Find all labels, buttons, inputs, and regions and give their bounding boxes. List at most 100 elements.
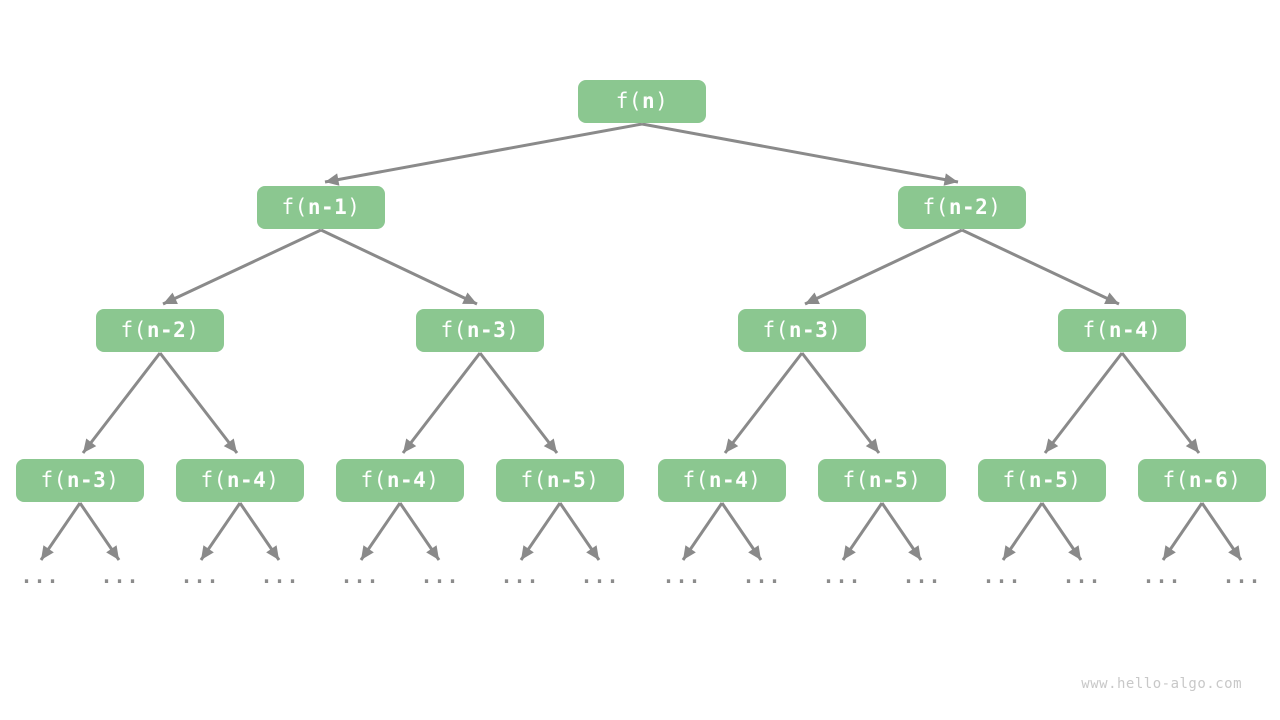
tree-node-l3-7: f(n-6) (1138, 459, 1266, 502)
edge-arrow (1043, 352, 1124, 454)
node-label-pre: f( (762, 318, 789, 342)
node-label-pre: f( (1002, 468, 1029, 492)
ellipsis-label: ... (982, 564, 1022, 588)
edge-arrow (841, 502, 884, 561)
edge-arrow (1001, 502, 1044, 561)
node-label-arg: n (641, 89, 656, 113)
edge-arrow (158, 352, 239, 454)
node-label-pre: f( (200, 468, 227, 492)
ellipsis-label: ... (180, 564, 220, 588)
node-label-post: ) (1228, 468, 1242, 492)
ellipsis-label: ... (662, 564, 702, 588)
edge-arrow (720, 502, 763, 561)
ellipsis-label: ... (580, 564, 620, 588)
node-label-pre: f( (281, 195, 308, 219)
node-label-pre: f( (682, 468, 709, 492)
node-label-post: ) (655, 89, 669, 113)
edge-arrow (478, 352, 559, 454)
tree-node-l3-3: f(n-5) (496, 459, 624, 502)
node-label-pre: f( (1082, 318, 1109, 342)
node-label-pre: f( (40, 468, 67, 492)
tree-node-l3-1: f(n-4) (176, 459, 304, 502)
edge-arrow (1040, 502, 1083, 561)
node-label-post: ) (186, 318, 200, 342)
tree-node-l3-5: f(n-5) (818, 459, 946, 502)
edge-arrow (162, 228, 322, 306)
tree-node-l3-4: f(n-4) (658, 459, 786, 502)
tree-node-l3-0: f(n-3) (16, 459, 144, 502)
tree-node-l0-0: f(n) (578, 80, 706, 123)
node-label-arg: n-2 (146, 318, 187, 342)
node-label-arg: n-3 (466, 318, 507, 342)
node-label-arg: n-5 (546, 468, 587, 492)
node-label-arg: n-4 (226, 468, 267, 492)
edge-arrow (519, 502, 562, 561)
tree-node-l2-0: f(n-2) (96, 309, 224, 352)
ellipsis-label: ... (100, 564, 140, 588)
node-label-post: ) (266, 468, 280, 492)
ellipsis-label: ... (1062, 564, 1102, 588)
edge-arrow (1120, 352, 1201, 454)
edge-arrow (681, 502, 724, 561)
node-label-arg: n-1 (307, 195, 348, 219)
edge-arrow (324, 122, 643, 186)
edge-arrow (961, 228, 1120, 306)
edge-arrow (558, 502, 601, 561)
node-label-post: ) (1068, 468, 1082, 492)
node-label-post: ) (347, 195, 361, 219)
node-label-arg: n-5 (868, 468, 909, 492)
ellipsis-label: ... (500, 564, 540, 588)
node-label-pre: f( (922, 195, 949, 219)
node-label-pre: f( (1162, 468, 1189, 492)
node-label-pre: f( (520, 468, 547, 492)
tree-node-l1-1: f(n-2) (898, 186, 1026, 229)
edge-arrow (1161, 502, 1204, 561)
edge-arrow (78, 502, 121, 561)
node-label-arg: n-4 (1108, 318, 1149, 342)
ellipsis-label: ... (20, 564, 60, 588)
node-label-arg: n-4 (386, 468, 427, 492)
node-label-pre: f( (842, 468, 869, 492)
node-label-post: ) (506, 318, 520, 342)
node-label-post: ) (908, 468, 922, 492)
edge-arrow (320, 228, 478, 306)
node-label-post: ) (748, 468, 762, 492)
edge-arrow (398, 502, 441, 561)
ellipsis-label: ... (420, 564, 460, 588)
node-label-post: ) (828, 318, 842, 342)
node-label-arg: n-5 (1028, 468, 1069, 492)
tree-node-l2-1: f(n-3) (416, 309, 544, 352)
edge-arrow (641, 122, 959, 186)
node-label-post: ) (426, 468, 440, 492)
tree-node-l2-3: f(n-4) (1058, 309, 1186, 352)
edge-arrow (401, 352, 482, 454)
ellipsis-label: ... (822, 564, 862, 588)
node-label-arg: n-2 (948, 195, 989, 219)
node-label-arg: n-3 (788, 318, 829, 342)
node-label-post: ) (1148, 318, 1162, 342)
edge-arrow (238, 502, 281, 561)
tree-node-l1-0: f(n-1) (257, 186, 385, 229)
tree-node-l2-2: f(n-3) (738, 309, 866, 352)
ellipsis-label: ... (742, 564, 782, 588)
edge-arrow (359, 502, 402, 561)
tree-node-l3-2: f(n-4) (336, 459, 464, 502)
edge-arrow (1200, 502, 1243, 561)
edge-arrow (880, 502, 923, 561)
node-label-post: ) (586, 468, 600, 492)
edge-arrow (723, 352, 804, 454)
node-label-arg: n-6 (1188, 468, 1229, 492)
node-label-pre: f( (360, 468, 387, 492)
edge-arrow (39, 502, 82, 561)
watermark: www.hello-algo.com (1081, 676, 1242, 692)
ellipsis-label: ... (260, 564, 300, 588)
node-label-arg: n-3 (66, 468, 107, 492)
tree-node-l3-6: f(n-5) (978, 459, 1106, 502)
node-label-pre: f( (615, 89, 642, 113)
node-label-post: ) (106, 468, 120, 492)
node-label-post: ) (988, 195, 1002, 219)
edge-arrow (800, 352, 881, 454)
edge-arrow (199, 502, 242, 561)
ellipsis-label: ... (902, 564, 942, 588)
